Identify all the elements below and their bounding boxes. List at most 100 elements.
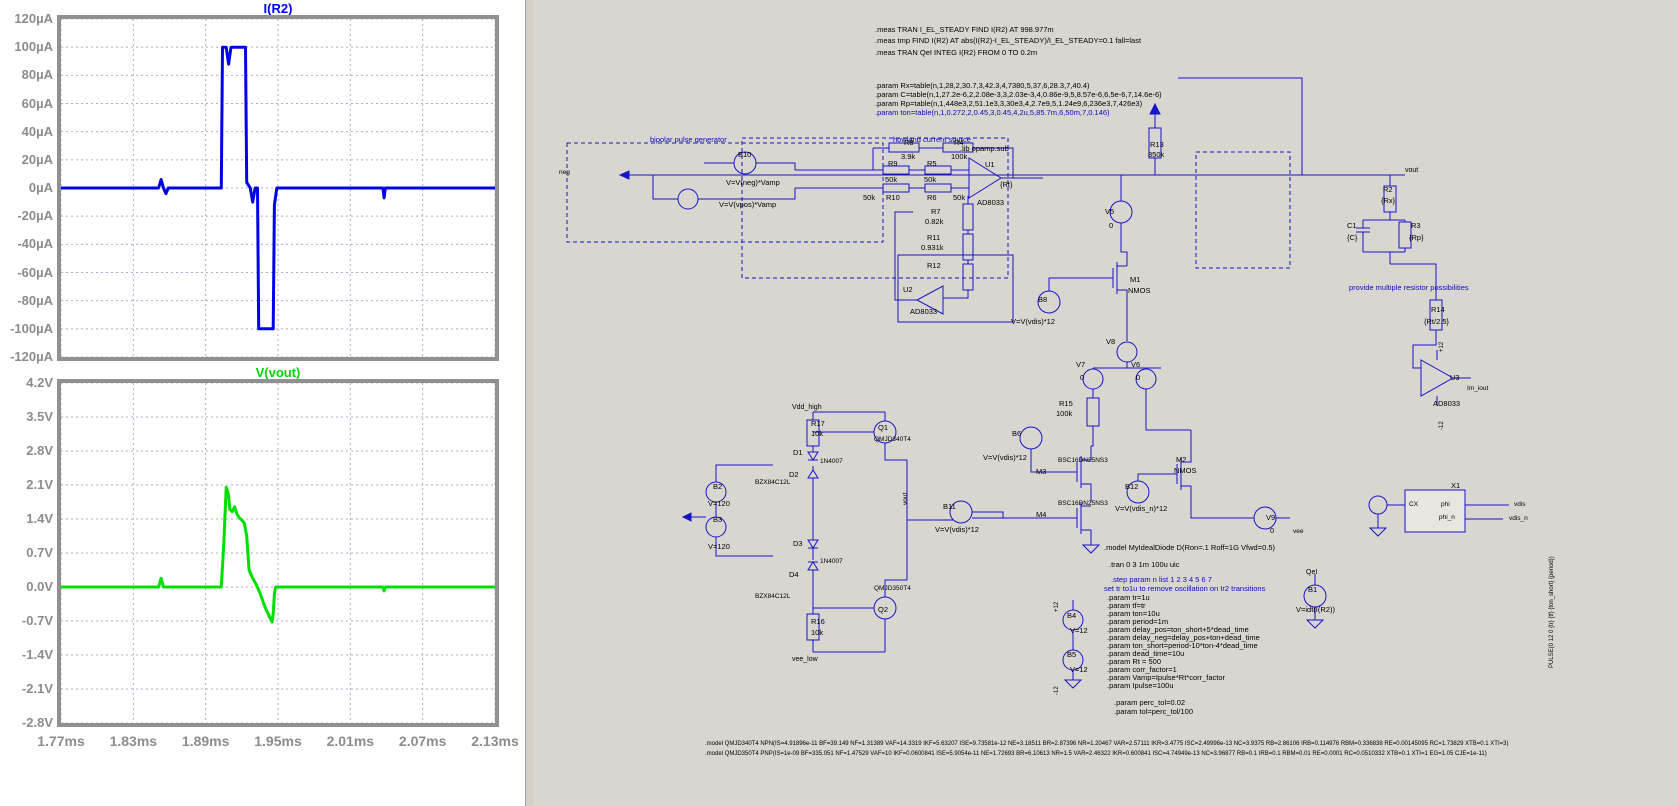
schematic-label[interactable]: 10k [811, 430, 823, 438]
schematic-label[interactable]: .meas TRAN QeI INTEG I(R2) FROM 0 TO 0.2… [875, 49, 1037, 57]
schematic-label[interactable]: R9 [888, 160, 898, 168]
schematic-label[interactable]: -12 [1439, 421, 1445, 430]
schematic-label[interactable]: V=idt(I(R2)) [1296, 606, 1335, 614]
schematic-label[interactable]: 10k [811, 629, 823, 637]
schematic-label[interactable]: Q2 [878, 606, 888, 614]
schematic-label[interactable]: V=120 [708, 500, 730, 508]
schematic-label[interactable]: -12 [1054, 686, 1060, 695]
schematic-label[interactable]: neg [559, 170, 570, 177]
schematic-label[interactable]: R7 [931, 208, 941, 216]
schematic-label[interactable]: R5 [927, 160, 937, 168]
schematic-label[interactable]: R15 [1059, 400, 1073, 408]
voltage-plot-area[interactable] [57, 379, 499, 727]
schematic-label[interactable]: B10 [738, 151, 751, 159]
resistor-R10[interactable] [883, 184, 909, 192]
schematic-label[interactable]: 50k [863, 194, 875, 202]
schematic-label[interactable]: Vdd_high [792, 404, 822, 411]
bsource-B6[interactable] [1020, 427, 1042, 449]
schematic-label[interactable]: U3 [1450, 374, 1460, 382]
schematic-label[interactable]: {Rp} [1409, 234, 1424, 242]
schematic-label[interactable]: D4 [789, 571, 799, 579]
schematic-label[interactable]: D1 [793, 449, 803, 457]
schematic-label[interactable]: R11 [927, 234, 940, 242]
schematic-label[interactable]: .param tol=perc_tol/100 [1114, 708, 1193, 716]
schematic-label[interactable]: 0.931k [921, 244, 944, 252]
diode-D3[interactable] [808, 540, 818, 548]
resistor-R11[interactable] [963, 234, 973, 260]
schematic-label[interactable]: R12 [927, 262, 941, 270]
resistor-R15[interactable] [1087, 398, 1099, 426]
schematic-label[interactable]: vout [903, 493, 910, 505]
schematic-label[interactable]: vee_low [792, 656, 818, 663]
schematic-wires[interactable] [533, 0, 1678, 806]
diode-D1[interactable] [808, 452, 818, 460]
schematic-label[interactable]: R8 [904, 139, 914, 147]
schematic-label[interactable]: R13 [1150, 141, 1164, 149]
schematic-label[interactable]: AD8033 [1433, 400, 1460, 408]
schematic-label[interactable]: 1N4007 [820, 559, 843, 566]
schematic-label[interactable]: D3 [793, 540, 803, 548]
schematic-label[interactable]: B8 [1038, 296, 1047, 304]
schematic-label[interactable]: M3 [1036, 468, 1046, 476]
diode-D2[interactable] [808, 470, 818, 478]
schematic-label[interactable]: vout [1405, 167, 1418, 174]
schematic-label[interactable]: phi_n [1439, 515, 1455, 522]
schematic-label[interactable]: R17 [811, 420, 825, 428]
schematic-label[interactable]: .lib opamp.sub [960, 145, 1009, 153]
schematic-label[interactable]: V8 [1106, 338, 1115, 346]
schematic-editor[interactable]: .meas TRAN I_EL_STEADY FIND I(R2) AT 998… [533, 0, 1678, 806]
schematic-label[interactable]: .param C=table(n,1,27.2e-6,2,2.08e-3,3,2… [875, 91, 1162, 99]
schematic-label[interactable]: 0 [1080, 374, 1084, 382]
schematic-label[interactable]: B1 [1308, 586, 1317, 594]
schematic-label[interactable]: 0 [1136, 374, 1140, 382]
schematic-label[interactable]: .param ton=table(n,1,0.272,2,0.45,3,0.45… [875, 109, 1110, 117]
schematic-label[interactable]: V7 [1076, 361, 1085, 369]
schematic-label[interactable]: 1N4007 [820, 459, 843, 466]
schematic-label[interactable]: B5 [1067, 651, 1076, 659]
schematic-label[interactable]: 100k [951, 153, 967, 161]
schematic-label[interactable]: U1 [985, 161, 995, 169]
schematic-label[interactable]: QeI [1306, 569, 1317, 576]
pulse-source[interactable] [1369, 496, 1387, 514]
driver-stage-wires[interactable] [813, 412, 953, 652]
schematic-label[interactable]: AD8033 [977, 199, 1004, 207]
schematic-label[interactable]: R2 [1383, 186, 1393, 194]
mosfet-M1[interactable] [1060, 175, 1127, 341]
schematic-label[interactable]: V=12 [1070, 627, 1088, 635]
schematic-label[interactable]: 3.9k [901, 153, 915, 161]
vsource-V7[interactable] [1083, 369, 1103, 389]
opamp-U3[interactable] [1421, 360, 1453, 396]
schematic-label[interactable]: .param perc_tol=0.02 [1114, 699, 1185, 707]
vsource-V8[interactable] [1117, 342, 1137, 362]
schematic-label[interactable]: vee [1293, 529, 1303, 536]
schematic-label[interactable]: B4 [1067, 612, 1076, 620]
schematic-label[interactable]: .model QMJD340T4 NPN(IS=4.91896e-11 BF=3… [705, 741, 1508, 747]
schematic-label[interactable]: .param Rp=table(n,1,448e3,2,51.1e3,3,30e… [875, 100, 1142, 108]
schematic-label[interactable]: 50k [924, 176, 936, 184]
resistor-R12[interactable] [963, 264, 973, 290]
schematic-label[interactable]: CX [1409, 502, 1418, 509]
subcircuit-X1[interactable] [1405, 490, 1465, 532]
schematic-label[interactable]: V6 [1131, 361, 1140, 369]
schematic-label[interactable]: PULSE(0 12 0 {tr} {tf} {ton_short} {peri… [1549, 556, 1555, 668]
schematic-label[interactable]: V9 [1266, 514, 1275, 522]
schematic-label[interactable]: V=V(vdis_n)*12 [1115, 505, 1167, 513]
schematic-label[interactable]: NMOS [1128, 287, 1151, 295]
trace1-title[interactable]: I(R2) [57, 1, 499, 16]
schematic-label[interactable]: +12 [1439, 342, 1445, 352]
schematic-label[interactable]: U2 [903, 286, 913, 294]
schematic-label[interactable]: V=120 [708, 543, 730, 551]
schematic-label[interactable]: BZX84C12L [755, 480, 790, 487]
schematic-label[interactable]: {C} [1347, 234, 1357, 242]
schematic-label[interactable]: R16 [811, 618, 825, 626]
schematic-label[interactable]: V=V(vdis)*12 [983, 454, 1027, 462]
schematic-label[interactable]: .meas TRAN I_EL_STEADY FIND I(R2) AT 998… [875, 26, 1054, 34]
schematic-label[interactable]: V=12 [1070, 666, 1088, 674]
schematic-label[interactable]: 0.82k [925, 218, 943, 226]
schematic-label[interactable]: .model QMJD350T4 PNP(IS=1e-09 BF=335.051… [705, 751, 1487, 757]
schematic-label[interactable]: .model MyIdealDiode D(Ron=.1 Roff=1G Vfw… [1104, 544, 1275, 552]
schematic-label[interactable]: V=V(vpos)*Vamp [719, 201, 776, 209]
schematic-label[interactable]: B6 [1012, 430, 1021, 438]
schematic-label[interactable]: bipolar pulse generator [650, 136, 727, 144]
schematic-label[interactable]: 100k [1056, 410, 1072, 418]
